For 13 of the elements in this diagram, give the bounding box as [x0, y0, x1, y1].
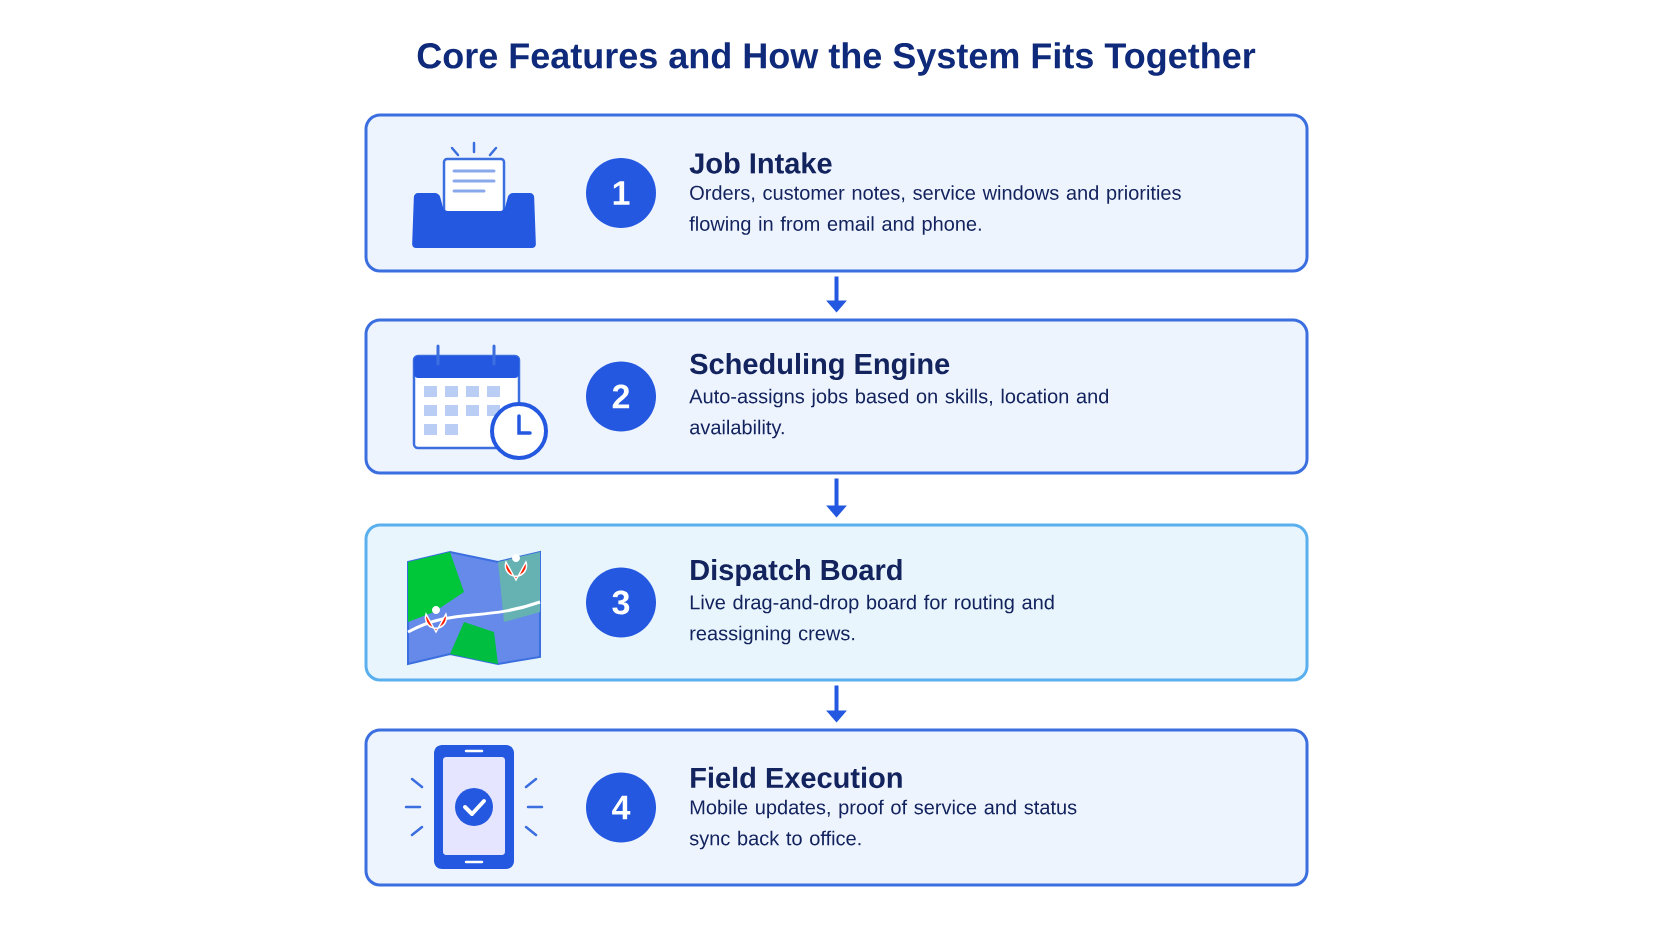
step-box [364, 318, 1309, 475]
step-description: Mobile updates, proof of service and status sync back to office. [689, 799, 1077, 850]
step-description: Live drag-and-drop board for routing and reassigning crews. [690, 594, 1054, 645]
step-heading: Scheduling Engine [690, 352, 950, 381]
step-heading: Job Intake [689, 152, 832, 174]
step-box [364, 113, 1309, 273]
step-description: Auto-assigns jobs based on skills, location and availability. [689, 388, 1109, 439]
step-box [364, 728, 1309, 887]
step-heading: Dispatch Board [691, 559, 902, 586]
title: Core Features and How the System Fits Together [417, 42, 1256, 76]
step-box [364, 523, 1309, 682]
step-description: Orders, customer notes, service windows and priorities flowing in from email and phone. [689, 185, 1181, 235]
step-heading: Field Execution [691, 766, 902, 789]
